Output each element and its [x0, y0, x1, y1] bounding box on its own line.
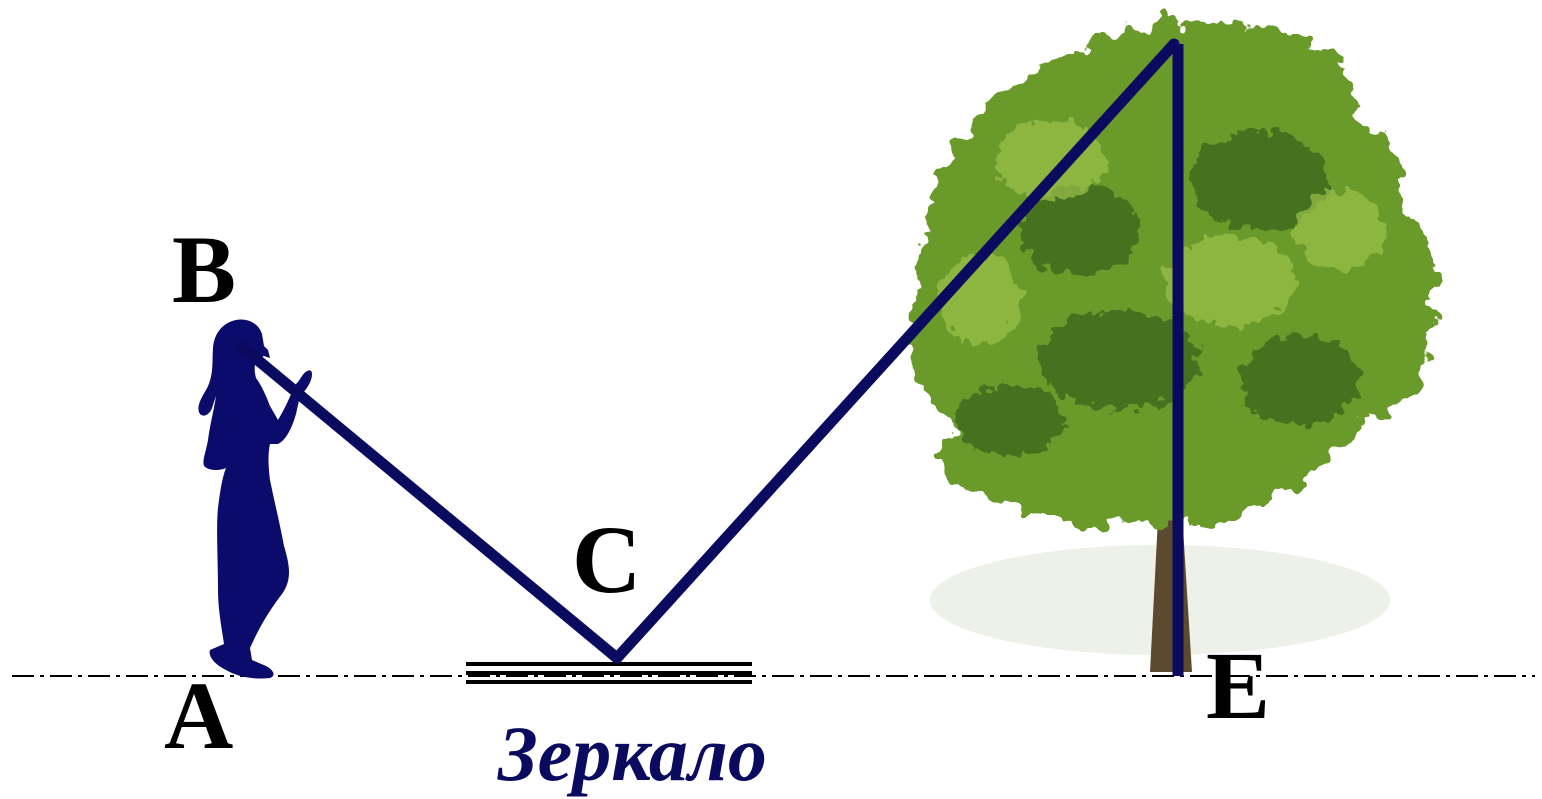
- line-b-c: [236, 341, 623, 664]
- point-label-c: C: [572, 506, 641, 613]
- point-label-a: A: [164, 662, 233, 769]
- sight-lines: [236, 38, 1184, 676]
- mirror-label: Зеркало: [497, 710, 767, 797]
- person-silhouette-icon: [198, 319, 312, 679]
- point-label-e: E: [1206, 632, 1270, 739]
- point-label-b: B: [172, 216, 236, 323]
- line-c-d: [611, 38, 1180, 664]
- mirror: [466, 662, 752, 684]
- tree-icon: [910, 20, 1435, 672]
